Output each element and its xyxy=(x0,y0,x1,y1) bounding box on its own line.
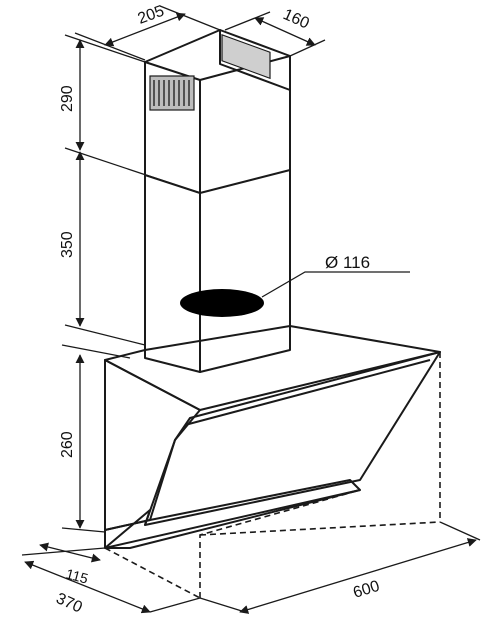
dim-chimney-width: 205 xyxy=(136,3,167,28)
dim-hood-width: 600 xyxy=(351,578,382,602)
footprint-outline xyxy=(104,352,441,599)
dim-chimney-depth: 160 xyxy=(280,6,311,32)
hood-side-panel xyxy=(104,359,201,531)
air-outlet xyxy=(180,289,264,317)
dim-lower-chimney-height: 350 xyxy=(59,231,76,258)
hood-body xyxy=(104,325,441,549)
glass-bevel xyxy=(184,359,431,426)
dimension-lines xyxy=(21,5,481,614)
dim-outlet-diameter: Ø 116 xyxy=(325,253,370,272)
glass-panel xyxy=(144,351,441,526)
chimney-right-face xyxy=(199,55,291,373)
dim-upper-chimney-height: 290 xyxy=(59,85,76,112)
dim-hood-depth: 370 xyxy=(53,590,84,616)
hood-underside xyxy=(104,479,361,549)
hood-top-face xyxy=(104,325,441,411)
dim-hood-height: 260 xyxy=(59,431,76,458)
chimney xyxy=(144,29,291,373)
chimney-vent-slots xyxy=(149,33,271,111)
dim-glass-offset: 115 xyxy=(64,565,90,586)
